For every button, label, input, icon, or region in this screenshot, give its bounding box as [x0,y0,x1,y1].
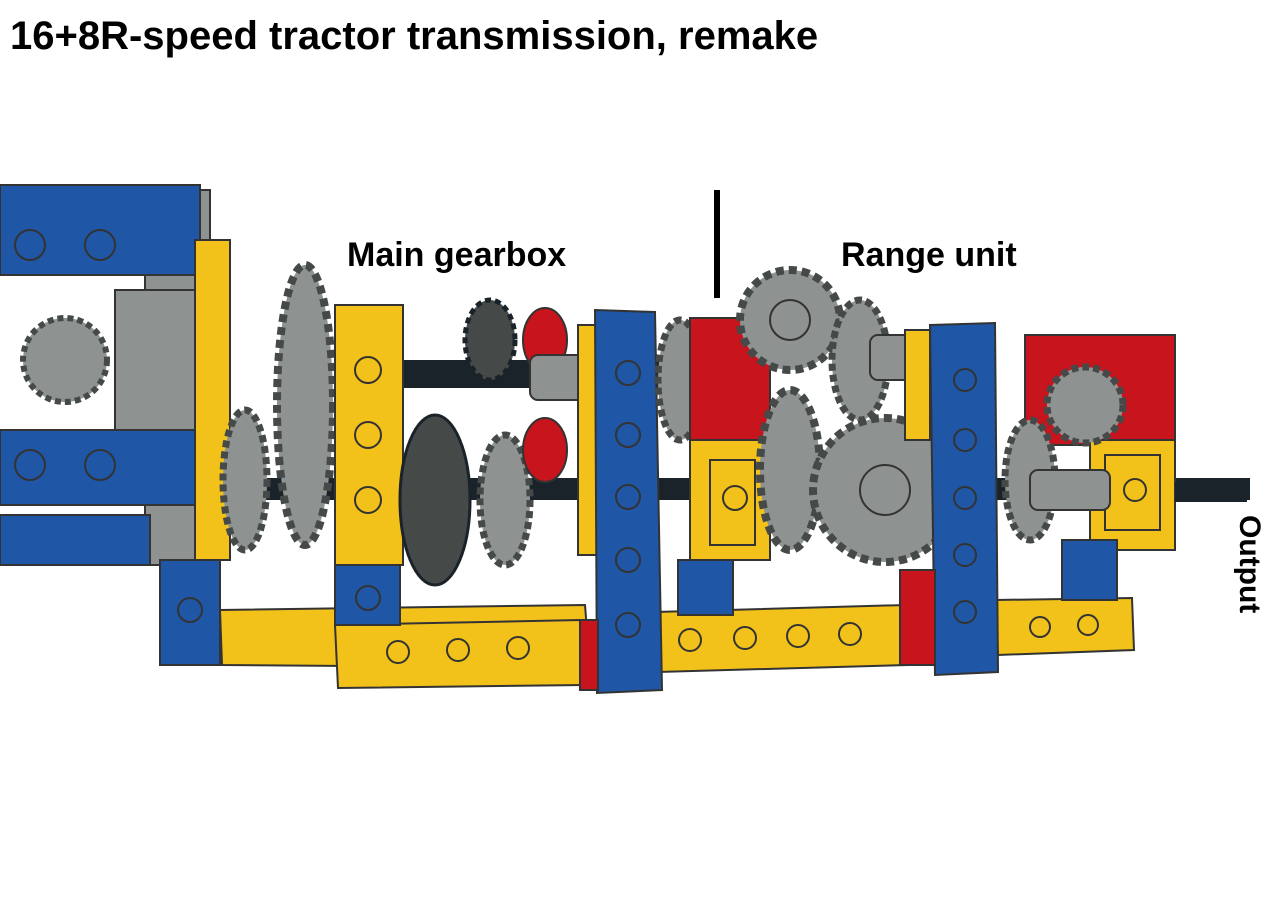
gear-gray-lower-main [476,431,534,569]
output-shaft [1175,482,1247,502]
red-clutch-parts [522,307,586,483]
gear-dark-differential [398,297,518,587]
base-beam-mid [653,603,910,674]
base-beam-right [993,596,1136,657]
gear-gray-small-left [219,406,271,554]
section-divider [714,190,720,298]
diagram-title: 16+8R-speed tractor transmission, remake [10,14,819,58]
gear-gray-output [1001,363,1127,544]
left-housing [0,184,231,666]
blue-beam-right [899,321,1000,677]
yellow-frame-main [334,304,404,626]
gear-gray-large [273,261,337,549]
gear-gray-range-mid [756,386,824,554]
blue-beam-center [579,308,664,695]
range-unit-label: Range unit [841,236,1017,274]
base-beam-main [333,618,587,690]
output-label: Output [1233,515,1266,614]
main-gearbox-label: Main gearbox [347,236,567,274]
gear-gray-range-top [736,266,844,374]
